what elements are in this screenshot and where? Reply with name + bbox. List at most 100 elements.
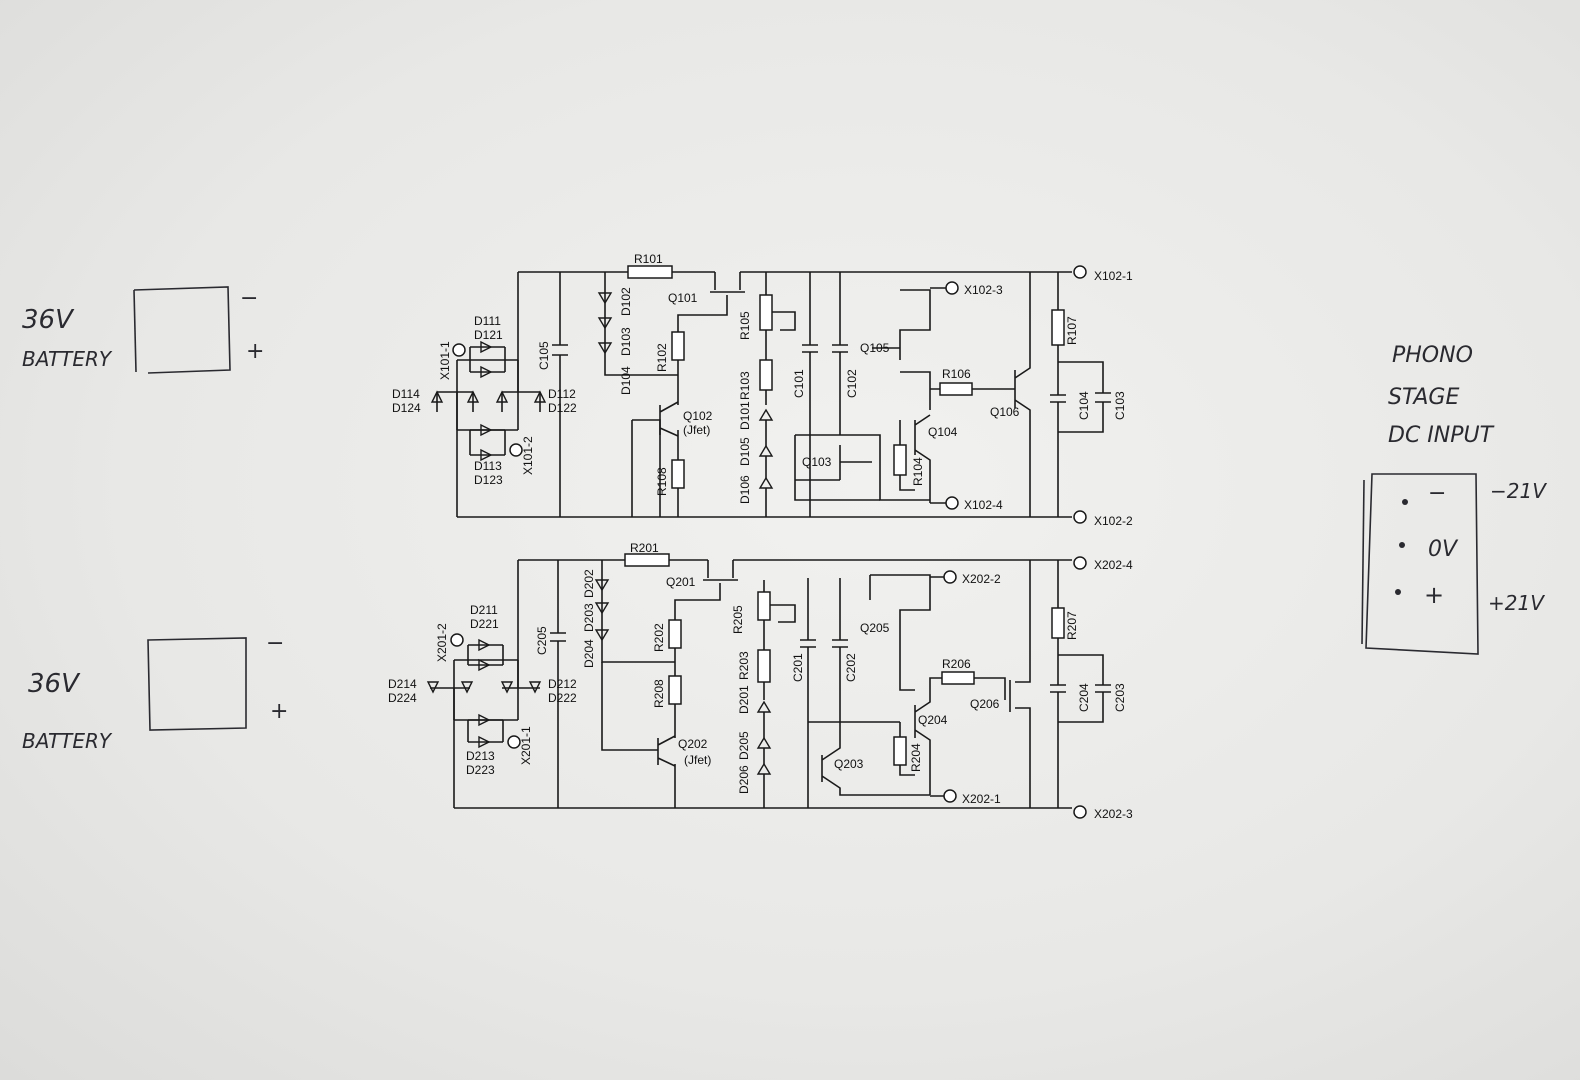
label-q204: Q204 bbox=[918, 713, 948, 727]
battery-top-plus: + bbox=[246, 339, 264, 364]
label-c105: C105 bbox=[537, 341, 551, 370]
label-q202: Q202 bbox=[678, 737, 708, 751]
label-d101: D101 bbox=[738, 401, 752, 430]
label-x102-4: X102-4 bbox=[964, 498, 1003, 512]
label-q205: Q205 bbox=[860, 621, 890, 635]
label-q103: Q103 bbox=[802, 455, 832, 469]
label-c102: C102 bbox=[845, 369, 859, 398]
label-q104: Q104 bbox=[928, 425, 958, 439]
label-d212: D212 bbox=[548, 677, 577, 691]
label-r206: R206 bbox=[942, 657, 971, 671]
label-c205: C205 bbox=[535, 626, 549, 655]
label-x102-1: X102-1 bbox=[1094, 269, 1133, 283]
dc-pin-1-label: −21V bbox=[1490, 479, 1547, 503]
label-q201: Q201 bbox=[666, 575, 696, 589]
label-q105: Q105 bbox=[860, 341, 890, 355]
label-c203: C203 bbox=[1113, 683, 1127, 712]
label-d224: D224 bbox=[388, 691, 417, 705]
label-x101-2: X101-2 bbox=[521, 436, 535, 475]
dc-pin-dot-3 bbox=[1395, 589, 1401, 595]
battery-top: 36V BATTERY − + bbox=[22, 286, 264, 374]
label-c202: C202 bbox=[844, 653, 858, 682]
label-d123: D123 bbox=[474, 473, 503, 487]
label-c204: C204 bbox=[1077, 683, 1091, 712]
label-d223: D223 bbox=[466, 763, 495, 777]
label-d106: D106 bbox=[738, 475, 752, 504]
label-d121: D121 bbox=[474, 328, 503, 342]
label-q106: Q106 bbox=[990, 405, 1020, 419]
label-c201: C201 bbox=[791, 653, 805, 682]
label-d222: D222 bbox=[548, 691, 577, 705]
label-d124: D124 bbox=[392, 401, 421, 415]
label-d122: D122 bbox=[548, 401, 577, 415]
label-d113: D113 bbox=[474, 459, 502, 473]
dc-pin-dot-2 bbox=[1399, 542, 1405, 548]
label-r201: R201 bbox=[630, 541, 659, 555]
dc-input-block: PHONO STAGE DC INPUT − 0V + −21V +21V bbox=[1361, 343, 1547, 655]
label-q202-jfet: (Jfet) bbox=[684, 753, 711, 767]
label-x202-4: X202-4 bbox=[1094, 558, 1133, 572]
label-r102: R102 bbox=[655, 343, 669, 372]
upper-regulator: R101 Q101 C105 X101-1 X101-2 D111 D121 D… bbox=[392, 252, 1133, 528]
dc-pin-3-label: +21V bbox=[1488, 591, 1545, 615]
label-r207: R207 bbox=[1065, 611, 1079, 640]
battery-bottom: 36V BATTERY − + bbox=[22, 631, 288, 753]
label-x201-2: X201-2 bbox=[435, 623, 449, 662]
label-x202-1: X202-1 bbox=[962, 792, 1001, 806]
label-c103: C103 bbox=[1113, 391, 1127, 420]
dc-pin-3-symbol: + bbox=[1424, 581, 1444, 609]
label-d213: D213 bbox=[466, 749, 495, 763]
label-d111: D111 bbox=[474, 314, 501, 328]
dc-input-title-line3: DC INPUT bbox=[1388, 423, 1495, 448]
label-d104: D104 bbox=[619, 366, 633, 395]
label-r205: R205 bbox=[731, 605, 745, 634]
label-r108: R108 bbox=[655, 467, 669, 496]
battery-top-minus: − bbox=[240, 286, 258, 311]
battery-bottom-voltage: 36V bbox=[28, 669, 81, 699]
battery-bottom-word: BATTERY bbox=[22, 729, 113, 753]
label-x102-2: X102-2 bbox=[1094, 514, 1133, 528]
label-x202-3: X202-3 bbox=[1094, 807, 1133, 821]
label-d221: D221 bbox=[470, 617, 499, 631]
label-x201-1: X201-1 bbox=[519, 726, 533, 765]
lower-regulator: R201 Q201 C205 X201-2 X201-1 D211 D221 D… bbox=[388, 541, 1133, 821]
label-r107: R107 bbox=[1065, 316, 1079, 345]
label-d102: D102 bbox=[619, 287, 633, 316]
label-r104: R104 bbox=[911, 457, 925, 486]
label-x102-3: X102-3 bbox=[964, 283, 1003, 297]
label-r208: R208 bbox=[652, 679, 666, 708]
dc-pin-dot-1 bbox=[1402, 499, 1408, 505]
dc-pin-2-symbol: 0V bbox=[1428, 537, 1459, 562]
label-d103: D103 bbox=[619, 327, 633, 356]
label-r105: R105 bbox=[738, 311, 752, 340]
label-c101: C101 bbox=[792, 369, 806, 398]
battery-top-voltage: 36V bbox=[22, 305, 75, 335]
label-r101: R101 bbox=[634, 252, 663, 266]
label-q102: Q102 bbox=[683, 409, 713, 423]
label-r106: R106 bbox=[942, 367, 971, 381]
label-x101-1: X101-1 bbox=[438, 341, 452, 380]
label-d105: D105 bbox=[738, 437, 752, 466]
label-d114: D114 bbox=[392, 387, 420, 401]
label-d211: D211 bbox=[470, 603, 498, 617]
label-d214: D214 bbox=[388, 677, 417, 691]
dc-input-title-line2: STAGE bbox=[1388, 385, 1459, 410]
label-d202: D202 bbox=[582, 569, 596, 598]
label-r204: R204 bbox=[909, 743, 923, 772]
dc-input-title-line1: PHONO bbox=[1392, 343, 1473, 368]
label-d204: D204 bbox=[582, 639, 596, 668]
battery-bottom-plus: + bbox=[270, 699, 288, 724]
label-r202: R202 bbox=[652, 623, 666, 652]
label-q206: Q206 bbox=[970, 697, 1000, 711]
label-q203: Q203 bbox=[834, 757, 864, 771]
label-q101: Q101 bbox=[668, 291, 698, 305]
label-q102-jfet: (Jfet) bbox=[683, 423, 710, 437]
label-d203: D203 bbox=[582, 603, 596, 632]
label-d206: D206 bbox=[737, 765, 751, 794]
label-r103: R103 bbox=[738, 371, 752, 400]
label-d112: D112 bbox=[548, 387, 576, 401]
label-d201: D201 bbox=[737, 685, 751, 714]
label-c104: C104 bbox=[1077, 391, 1091, 420]
